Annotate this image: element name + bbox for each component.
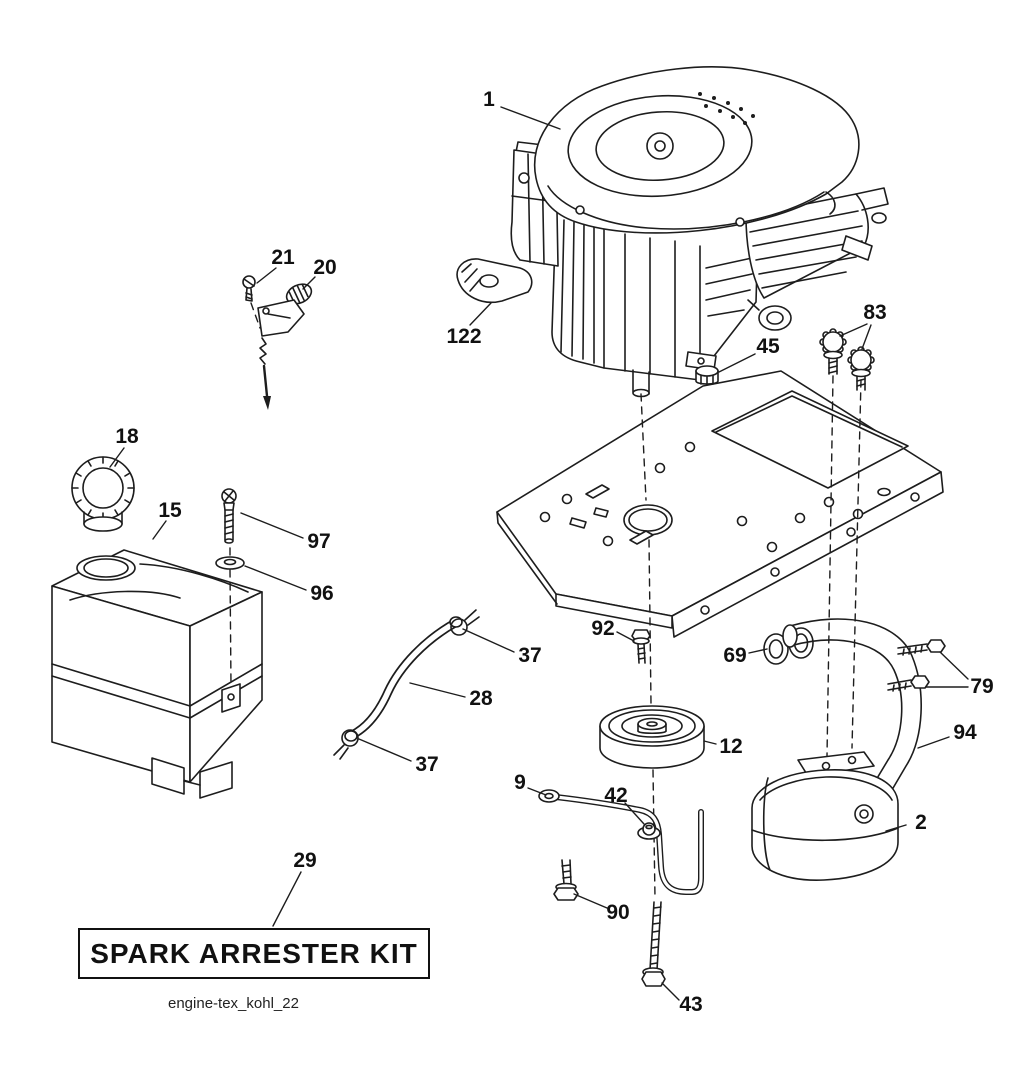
- engine-illustration: [510, 66, 889, 398]
- choke-control-illustration: [242, 275, 313, 410]
- washer-96-illustration: [215, 556, 245, 570]
- bolt-90-illustration: [553, 859, 579, 901]
- gasket-69-illustration: [763, 627, 814, 665]
- spark-arrester-kit-label: SPARK ARRESTER KIT: [90, 937, 418, 969]
- alignment-dashed-lines: [229, 302, 862, 899]
- leader-lines: [109, 106, 969, 1001]
- mounting-plate-illustration: [496, 370, 944, 638]
- bolts-79-illustration: [887, 639, 946, 692]
- fuel-tank-illustration: [51, 549, 263, 799]
- hose-clamps-37-illustration: [333, 609, 480, 760]
- hose-28-illustration: [344, 616, 463, 742]
- bolt-43-illustration: [641, 901, 666, 987]
- support-rod-9-illustration: [538, 789, 704, 895]
- bracket-122-illustration: [456, 258, 533, 303]
- nut-42-illustration: [637, 822, 661, 840]
- bolt-92-illustration: [631, 629, 651, 664]
- exhaust-pipe-94-illustration: [782, 618, 922, 801]
- spark-arrester-kit-box: SPARK ARRESTER KIT: [78, 928, 430, 979]
- muffler-2-illustration: [751, 751, 899, 881]
- diagram-caption: engine-tex_kohl_22: [168, 995, 299, 1012]
- pulley-12-illustration: [599, 705, 705, 769]
- bolt-97-illustration: [221, 488, 237, 544]
- fuel-cap-illustration: [71, 456, 135, 532]
- bumper-45-illustration: [695, 365, 719, 386]
